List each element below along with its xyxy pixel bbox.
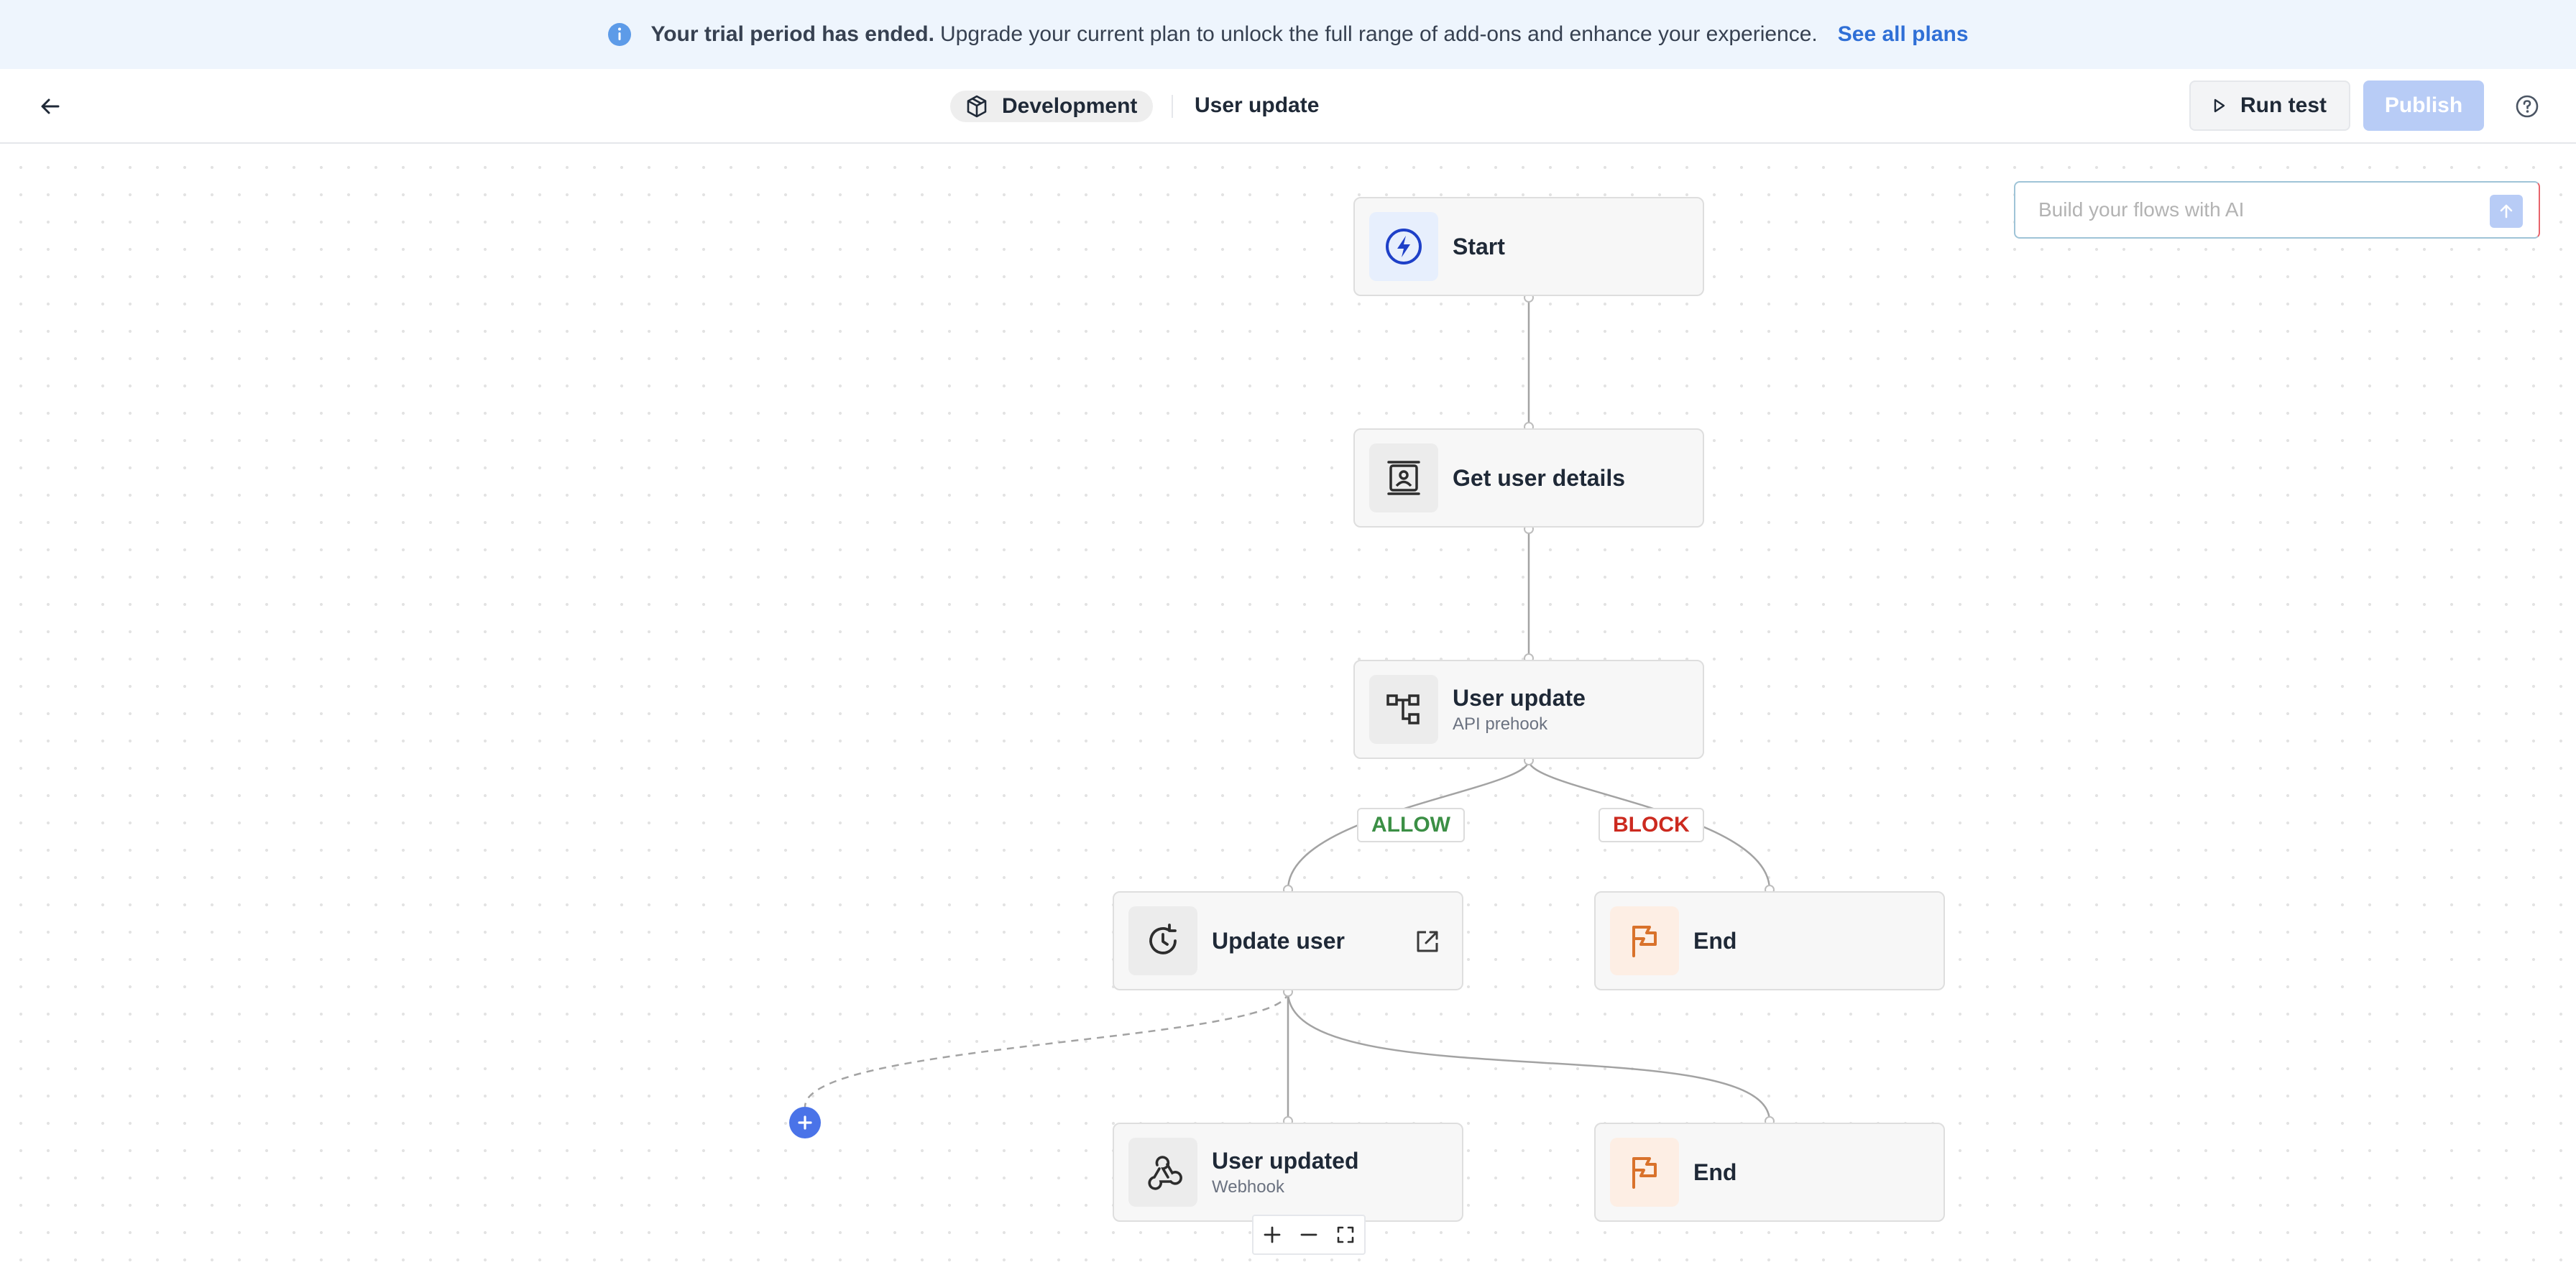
open-external-button[interactable]	[1414, 929, 1440, 958]
zoom-controls	[1252, 1215, 1366, 1255]
flow-title[interactable]: User update	[1195, 93, 1320, 117]
plus-icon	[798, 1115, 812, 1130]
top-bar: Development User update Run test Publish	[0, 69, 2576, 144]
branch-allow-label: ALLOW	[1357, 808, 1465, 842]
flow-edges	[804, 293, 1775, 1126]
flow-icon	[1386, 694, 1420, 724]
node-user-update[interactable]: User update API prehook	[1353, 660, 1704, 759]
node-end-block[interactable]: End	[1594, 891, 1945, 990]
environment-badge[interactable]: Development	[950, 91, 1154, 122]
add-node-button[interactable]	[789, 1107, 821, 1138]
environment-label: Development	[1002, 94, 1138, 118]
help-button[interactable]	[2508, 88, 2546, 125]
info-icon	[608, 23, 632, 46]
external-link-icon	[1417, 931, 1438, 952]
trial-banner: Your trial period has ended. Upgrade you…	[0, 0, 2576, 69]
fit-view-button[interactable]	[1331, 1220, 1360, 1249]
webhook-icon	[1148, 1156, 1182, 1190]
edge-block	[1527, 760, 1771, 890]
play-icon	[2214, 98, 2225, 113]
node-subtitle: API prehook	[1453, 714, 1548, 734]
header-divider	[1172, 95, 1173, 118]
banner-title: Your trial period has ended.	[650, 22, 934, 46]
node-title: End	[1693, 927, 1737, 954]
arrow-left-icon	[41, 98, 60, 114]
flag-icon	[1632, 926, 1657, 957]
edge-dashed-add	[804, 991, 1289, 1108]
publish-button[interactable]: Publish	[2363, 80, 2484, 131]
node-end-final[interactable]: End	[1594, 1123, 1945, 1222]
fullscreen-icon	[1338, 1226, 1354, 1243]
lightning-icon	[1386, 229, 1422, 264]
ai-send-button[interactable]	[2490, 195, 2523, 228]
node-title: End	[1693, 1159, 1737, 1185]
back-button[interactable]	[32, 88, 69, 125]
flag-icon	[1632, 1157, 1657, 1189]
node-user-updated[interactable]: User updated Webhook	[1113, 1123, 1463, 1222]
minus-icon	[1300, 1233, 1317, 1236]
user-card-icon	[1387, 461, 1420, 495]
node-get-user-details[interactable]: Get user details	[1353, 428, 1704, 528]
refresh-icon	[1149, 924, 1177, 954]
flow-canvas[interactable]: Start Get user details User update API	[0, 144, 2576, 1275]
arrow-up-icon	[2500, 204, 2513, 218]
node-update-user[interactable]: Update user	[1113, 891, 1463, 990]
node-title: User update	[1453, 684, 1586, 711]
help-icon	[2516, 95, 2539, 118]
node-start[interactable]: Start	[1353, 197, 1704, 296]
banner-message: Upgrade your current plan to unlock the …	[939, 22, 1818, 46]
branch-block-label: BLOCK	[1598, 808, 1704, 842]
node-title: Get user details	[1453, 464, 1626, 491]
zoom-out-button[interactable]	[1294, 1220, 1323, 1249]
see-all-plans-link[interactable]: See all plans	[1837, 22, 1969, 46]
node-title: Update user	[1212, 927, 1345, 954]
node-title: Start	[1453, 233, 1505, 259]
plus-icon	[1264, 1226, 1281, 1243]
zoom-in-button[interactable]	[1258, 1220, 1287, 1249]
node-title: User updated	[1212, 1147, 1359, 1174]
run-test-button[interactable]: Run test	[2189, 80, 2350, 131]
run-test-label: Run test	[2240, 93, 2327, 117]
ai-prompt-box	[2014, 181, 2540, 239]
ai-prompt-input[interactable]	[2037, 198, 2464, 222]
edge-allow	[1287, 760, 1530, 890]
edge-update-to-end	[1287, 991, 1771, 1122]
cube-icon	[967, 95, 987, 118]
node-subtitle: Webhook	[1212, 1177, 1284, 1197]
